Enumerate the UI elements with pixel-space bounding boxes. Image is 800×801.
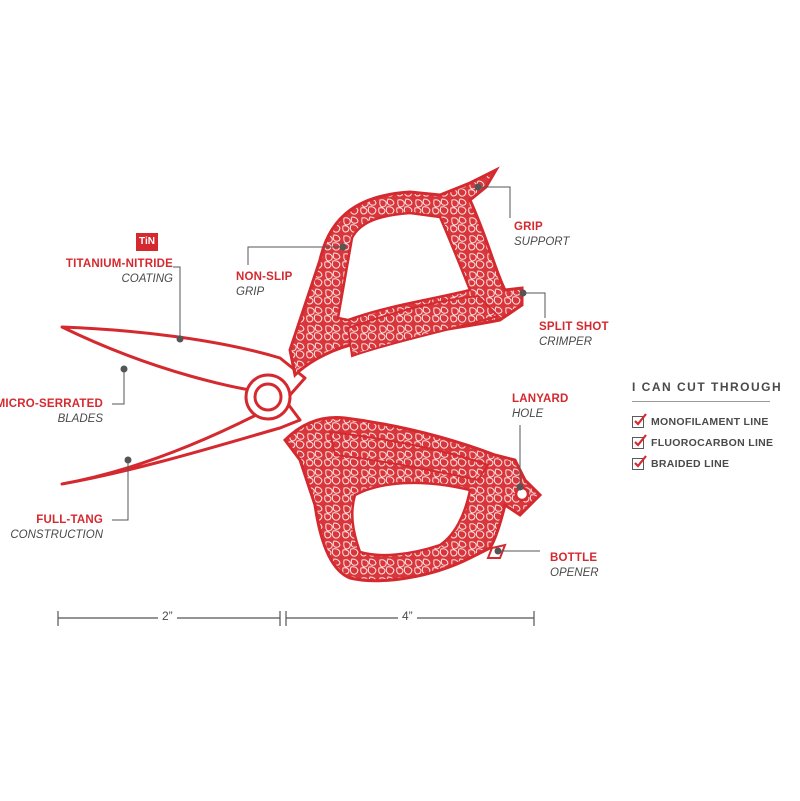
divider xyxy=(632,401,770,402)
callout-crimper: SPLIT SHOT CRIMPER xyxy=(539,321,609,348)
callout-lanyard: LANYARD HOLE xyxy=(512,393,569,420)
callout-coating: TITANIUM-NITRIDE COATING xyxy=(65,258,173,285)
callout-bottle: BOTTLE OPENER xyxy=(550,552,599,579)
tin-badge: TiN xyxy=(136,233,158,251)
checkbox-icon xyxy=(632,454,647,470)
list-item: MONOFILAMENT LINE xyxy=(632,411,792,432)
dimension-handle-label: 4” xyxy=(398,609,417,623)
callout-nonslip: NON-SLIP GRIP xyxy=(236,271,293,298)
leader-lines xyxy=(112,183,546,555)
list-item: FLUOROCARBON LINE xyxy=(632,432,792,453)
upper-blade xyxy=(60,325,307,397)
cut-through-panel: I CAN CUT THROUGH MONOFILAMENT LINE FLUO… xyxy=(632,380,792,474)
dimension-blade-label: 2” xyxy=(158,609,177,623)
dimension-lines xyxy=(57,611,535,626)
callout-blades: MICRO-SERRATED BLADES xyxy=(0,398,103,425)
cut-through-title: I CAN CUT THROUGH xyxy=(632,380,783,394)
checkbox-icon xyxy=(632,433,647,449)
callout-grip-support: GRIP SUPPORT xyxy=(514,221,570,248)
callout-tang: FULL-TANG CONSTRUCTION xyxy=(10,514,103,541)
lower-handle xyxy=(283,415,543,583)
checkbox-icon xyxy=(632,412,647,428)
upper-handle xyxy=(288,166,524,379)
pivot xyxy=(244,373,292,421)
list-item: BRAIDED LINE xyxy=(632,453,792,474)
